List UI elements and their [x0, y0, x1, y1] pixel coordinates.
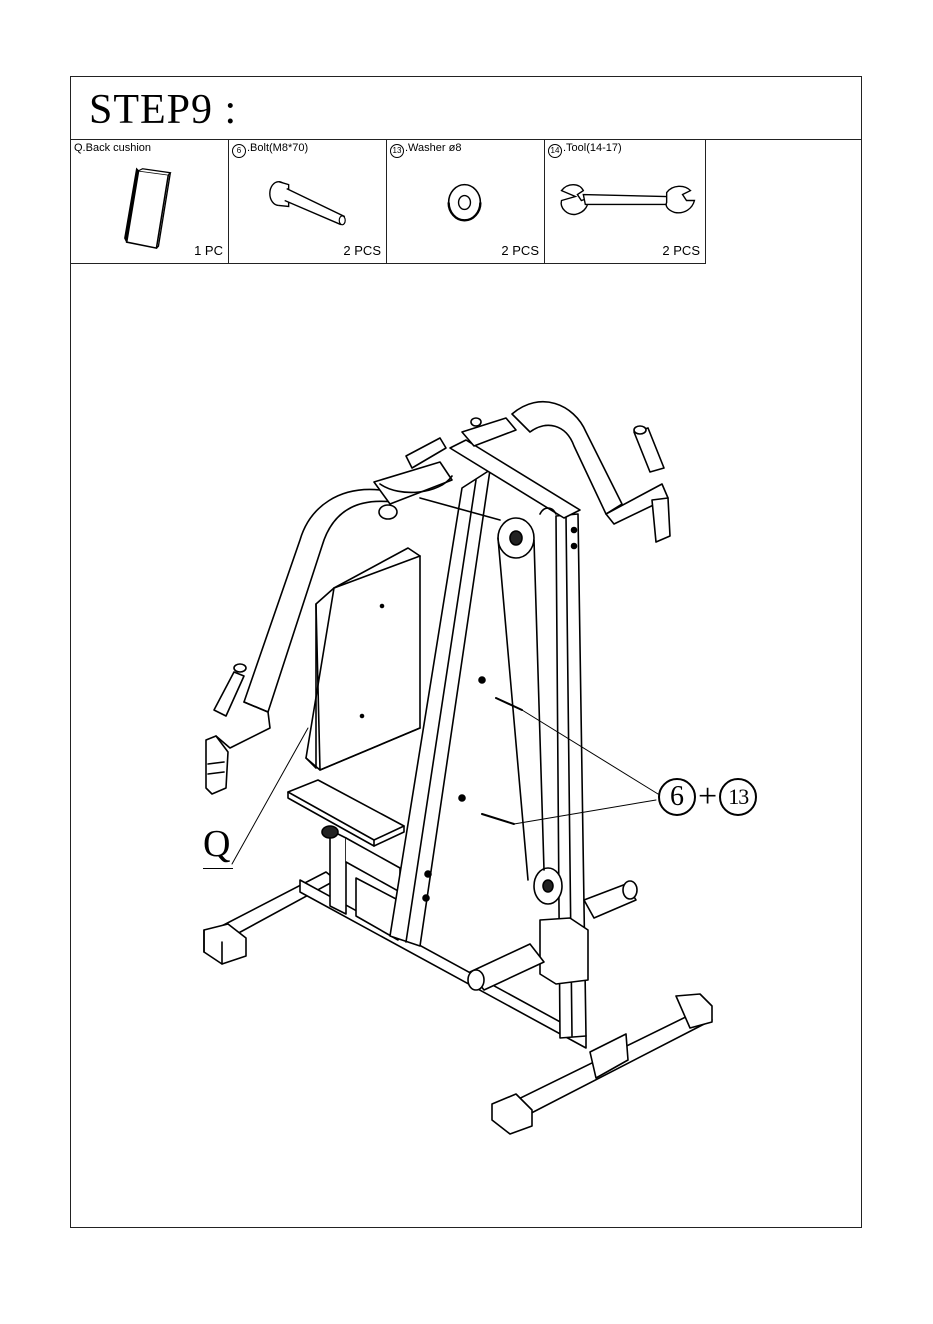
- seat-plate: [288, 780, 404, 846]
- rear-post: [540, 514, 588, 1038]
- base-frame: [204, 872, 712, 1134]
- callout-hardware: 6 + 13: [658, 778, 757, 816]
- back-cushion: [306, 548, 420, 770]
- callout-q: Q: [203, 822, 230, 866]
- right-arm: [512, 402, 670, 542]
- callout-number-13: 13: [719, 778, 757, 816]
- callout-plus: +: [698, 778, 717, 816]
- callout-q-underline: [203, 868, 233, 869]
- callout-number-6: 6: [658, 778, 696, 816]
